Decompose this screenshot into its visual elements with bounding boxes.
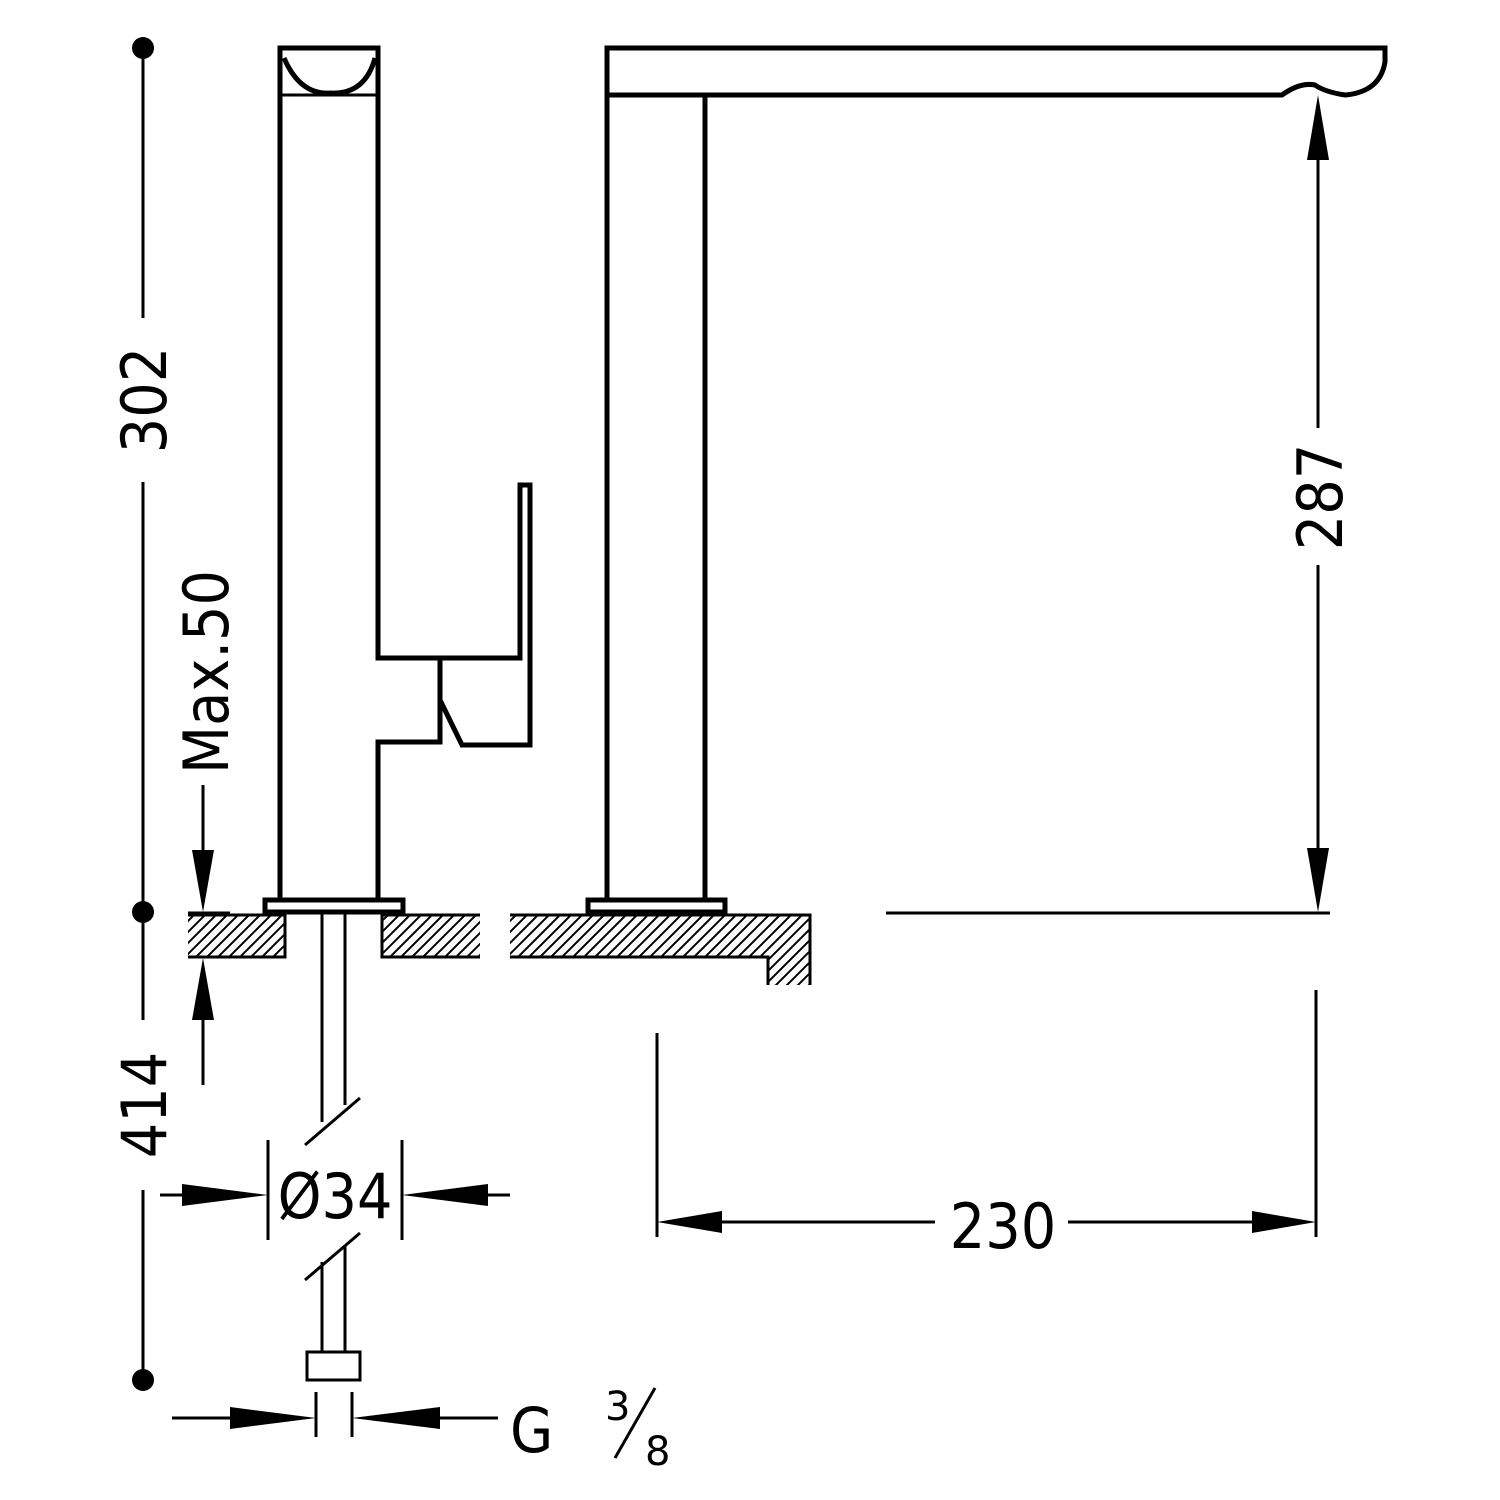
- arrow-down-icon: [1307, 848, 1329, 912]
- spout-height-dimension: 287: [886, 95, 1357, 915]
- arrow-left-icon: [352, 1407, 440, 1429]
- countertop-right: [510, 910, 906, 990]
- arrow-left-icon: [657, 1211, 722, 1233]
- hatch-line: [227, 915, 273, 957]
- dimension-dot-bottom: [132, 1369, 154, 1391]
- hatch-line: [510, 915, 577, 985]
- hatch-line: [510, 915, 533, 985]
- hatch-line: [188, 915, 218, 945]
- overall-height-dimension: 302 414: [108, 37, 181, 1391]
- dim-label-diameter: Ø34: [278, 1160, 393, 1233]
- arrow-up-icon: [192, 958, 214, 1020]
- faucet-side-view: [262, 45, 533, 915]
- hatch-line: [382, 915, 423, 956]
- base-plate: [262, 897, 406, 915]
- hatch-line: [803, 915, 810, 985]
- connection-dimension: G 3 8: [172, 1384, 670, 1475]
- hatch-line: [188, 915, 207, 934]
- hatch-line: [284, 910, 364, 990]
- countertop-left: [108, 910, 480, 990]
- hatch-line: [238, 915, 284, 957]
- hatch-line: [443, 920, 480, 957]
- hatch-line: [770, 915, 810, 985]
- hatch-line: [510, 915, 566, 985]
- hatch-line: [399, 915, 445, 957]
- hatch-line: [295, 910, 375, 990]
- dim-label-302: 302: [108, 347, 181, 453]
- dim-label-denominator: 8: [645, 1429, 670, 1475]
- supply-pipe: [304, 912, 362, 1382]
- hatch-line: [421, 915, 467, 957]
- hatch-line: [792, 915, 810, 985]
- hatch-line: [271, 943, 285, 957]
- hatch-line: [249, 921, 285, 957]
- dim-label-230: 230: [950, 1190, 1056, 1263]
- hatch-line: [205, 915, 251, 957]
- dimension-dot-top: [132, 37, 154, 59]
- max-thickness-dimension: Max.50: [170, 570, 243, 1085]
- diameter-dimension: Ø34: [160, 1140, 510, 1240]
- hatch-line: [216, 915, 262, 957]
- hatch-line: [759, 915, 810, 985]
- hatch-line: [302, 910, 382, 990]
- connection-fitting: [305, 1350, 362, 1382]
- hatch-line: [826, 910, 906, 990]
- hatch-line: [188, 915, 196, 923]
- faucet-front-view: [585, 45, 1388, 915]
- hatch-line: [388, 915, 434, 957]
- spout-reach-dimension: 230: [655, 990, 1318, 1263]
- arrow-down-icon: [192, 850, 214, 912]
- hatch-line: [382, 915, 412, 945]
- hatch-line: [510, 915, 555, 985]
- arrow-right-icon: [1252, 1211, 1316, 1233]
- hatch-line: [194, 915, 240, 957]
- hatch-line: [815, 910, 895, 990]
- arrow-left-icon: [402, 1184, 488, 1206]
- arrow-right-icon: [230, 1407, 316, 1429]
- base-plate: [585, 897, 728, 915]
- hatch-line: [410, 915, 456, 957]
- dim-label-max50: Max.50: [170, 570, 243, 774]
- arrow-right-icon: [182, 1184, 268, 1206]
- dim-label-numerator: 3: [605, 1384, 630, 1430]
- dim-label-g: G: [510, 1394, 553, 1467]
- hatch-line: [432, 915, 478, 957]
- hatch-line: [260, 932, 285, 957]
- arrow-up-icon: [1307, 95, 1329, 160]
- dimension-dot-counter: [132, 901, 154, 923]
- hatch-line: [510, 915, 544, 985]
- hatch-line: [454, 931, 480, 957]
- dim-label-287: 287: [1284, 444, 1357, 550]
- hatch-line: [465, 942, 480, 957]
- hatch-line: [188, 915, 229, 956]
- hatch-line: [382, 915, 401, 934]
- hatch-line: [108, 910, 188, 990]
- hatch-line: [781, 915, 810, 985]
- dim-label-414: 414: [108, 1052, 181, 1158]
